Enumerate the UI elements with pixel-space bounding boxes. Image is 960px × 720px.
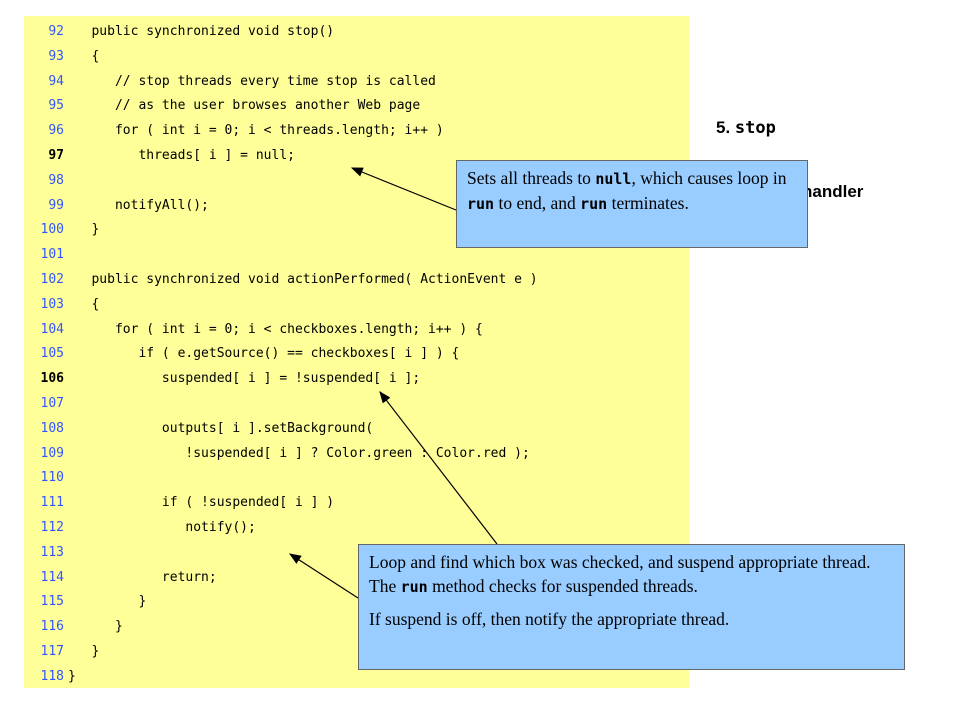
side-label-handler-text: handler (802, 182, 864, 201)
callout-code-term: run (467, 195, 495, 213)
callout-text: Loop and find which box was checked, and… (369, 552, 871, 596)
code-line: 110 (24, 468, 689, 488)
code-line: 92 public synchronized void stop() (24, 22, 689, 42)
code-line: 104 for ( int i = 0; i < checkboxes.leng… (24, 320, 689, 340)
line-number: 103 (40, 296, 64, 312)
callout-code-term: run (400, 578, 428, 596)
line-number: 101 (40, 247, 64, 263)
callout-text: method checks for suspended threads. (427, 576, 698, 596)
code-text: for ( int i = 0; i < checkboxes.length; … (68, 321, 483, 337)
code-line: 106 suspended[ i ] = !suspended[ i ]; (24, 369, 689, 389)
line-number: 116 (40, 619, 64, 635)
side-label-stop-word: stop (734, 118, 776, 138)
code-line: 98 (24, 171, 689, 191)
line-number: 109 (40, 445, 64, 461)
callout-threads-null: Sets all threads to null, which causes l… (456, 160, 808, 248)
line-number: 105 (40, 346, 64, 362)
line-number: 95 (48, 98, 64, 114)
code-line: 113 (24, 543, 689, 563)
code-line: 94 // stop threads every time stop is ca… (24, 72, 689, 92)
callout-text: Sets all threads to (467, 168, 596, 188)
callout-code-term: null (595, 170, 632, 188)
code-line: 103 { (24, 295, 689, 315)
code-line: 100 } (24, 220, 689, 240)
line-number: 97 (48, 148, 64, 163)
callout-code-term: run (580, 195, 608, 213)
side-label-handler: handler (802, 182, 863, 202)
code-text: } (68, 644, 100, 659)
line-number: 99 (48, 197, 64, 213)
code-text: } (68, 668, 76, 684)
code-text: notifyAll(); (68, 197, 209, 213)
code-line: 111 if ( !suspended[ i ] ) (24, 493, 689, 513)
code-text: if ( !suspended[ i ] ) (68, 495, 335, 511)
line-number: 96 (48, 123, 64, 139)
callout-text: to end, and (494, 193, 581, 213)
code-text: public synchronized void stop() (68, 24, 335, 39)
line-number: 93 (48, 48, 64, 64)
line-number: 113 (40, 544, 64, 560)
line-number: 94 (48, 73, 64, 89)
line-number: 92 (48, 24, 64, 39)
code-line: 118} (24, 667, 689, 687)
code-line: 102 public synchronized void actionPerfo… (24, 270, 689, 290)
code-text: // as the user browses another Web page (68, 98, 421, 114)
line-number: 110 (40, 470, 64, 486)
code-line: 95 // as the user browses another Web pa… (24, 96, 689, 116)
callout-suspend-paragraph: Loop and find which box was checked, and… (369, 550, 894, 599)
code-text: } (68, 619, 123, 635)
callout-notify-paragraph: If suspend is off, then notify the appro… (369, 609, 730, 629)
line-number: 107 (40, 396, 64, 411)
code-text: if ( e.getSource() == checkboxes[ i ] ) … (68, 346, 460, 362)
code-text: notify(); (68, 520, 256, 535)
line-number: 117 (40, 644, 64, 659)
side-label-stop-number: 5. (716, 118, 731, 137)
line-number: 111 (40, 495, 64, 511)
code-line: 101 (24, 245, 689, 265)
code-text: { (68, 296, 100, 312)
code-line: 97 threads[ i ] = null; (24, 146, 689, 166)
code-text: !suspended[ i ] ? Color.green : Color.re… (68, 445, 530, 461)
code-line: 116 } (24, 617, 689, 637)
code-line: 112 notify(); (24, 518, 689, 538)
code-text: } (68, 594, 147, 610)
line-number: 115 (40, 594, 64, 610)
code-text: return; (68, 569, 217, 585)
code-text: { (68, 48, 100, 64)
code-line: 115 } (24, 592, 689, 612)
callout-text: , which causes loop in (631, 168, 787, 188)
line-number: 102 (40, 272, 64, 287)
line-number: 106 (40, 371, 64, 387)
line-number: 114 (40, 569, 64, 585)
code-line: 108 outputs[ i ].setBackground( (24, 419, 689, 439)
side-label-stop: 5. stop (716, 118, 776, 138)
code-text: } (68, 222, 100, 238)
code-line: 107 (24, 394, 689, 414)
callout-suspend-notify: Loop and find which box was checked, and… (358, 544, 905, 670)
code-text: for ( int i = 0; i < threads.length; i++… (68, 123, 444, 139)
callout-text: terminates. (607, 193, 689, 213)
line-number: 98 (48, 172, 64, 188)
code-line: 99 notifyAll(); (24, 196, 689, 216)
code-text: public synchronized void actionPerformed… (68, 272, 538, 287)
code-line: 93 { (24, 47, 689, 67)
code-text: suspended[ i ] = !suspended[ i ]; (68, 371, 421, 387)
code-line: 109 !suspended[ i ] ? Color.green : Colo… (24, 444, 689, 464)
code-text: outputs[ i ].setBackground( (68, 420, 374, 436)
line-number: 100 (40, 222, 64, 238)
code-line: 117 } (24, 642, 689, 662)
line-number: 108 (40, 420, 64, 436)
line-number: 112 (40, 520, 64, 535)
code-line: 105 if ( e.getSource() == checkboxes[ i … (24, 344, 689, 364)
line-number: 104 (40, 321, 64, 337)
code-line: 96 for ( int i = 0; i < threads.length; … (24, 121, 689, 141)
code-text: threads[ i ] = null; (68, 148, 295, 163)
code-text: // stop threads every time stop is calle… (68, 73, 436, 89)
line-number: 118 (40, 668, 64, 684)
code-line: 114 return; (24, 568, 689, 588)
